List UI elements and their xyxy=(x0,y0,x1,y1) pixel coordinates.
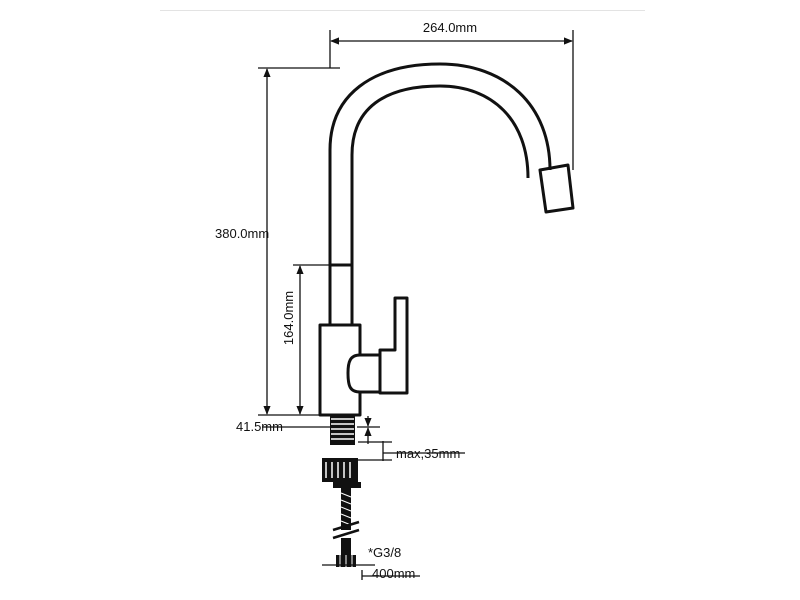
base-height-label: 41.5mm xyxy=(236,419,283,434)
spout-nozzle xyxy=(538,163,575,214)
thread-label: *G3/8 xyxy=(368,545,401,560)
faucet-outline xyxy=(318,62,575,417)
spout-inner xyxy=(350,84,530,265)
top-divider xyxy=(160,10,645,11)
cartridge-boss xyxy=(346,353,382,394)
max-thickness-label: max,35mm xyxy=(396,446,460,461)
lever-handle xyxy=(378,296,409,395)
total-height-label: 380.0mm xyxy=(215,226,269,241)
spout-outer xyxy=(328,62,552,265)
hose-length-label: 400mm xyxy=(372,566,415,581)
flex-hose xyxy=(332,482,361,567)
dimension-lines xyxy=(258,30,574,580)
body-height-label: 164.0mm xyxy=(281,291,296,345)
width-label: 264.0mm xyxy=(423,20,477,35)
body-column xyxy=(328,263,354,327)
base-shank xyxy=(322,415,358,482)
